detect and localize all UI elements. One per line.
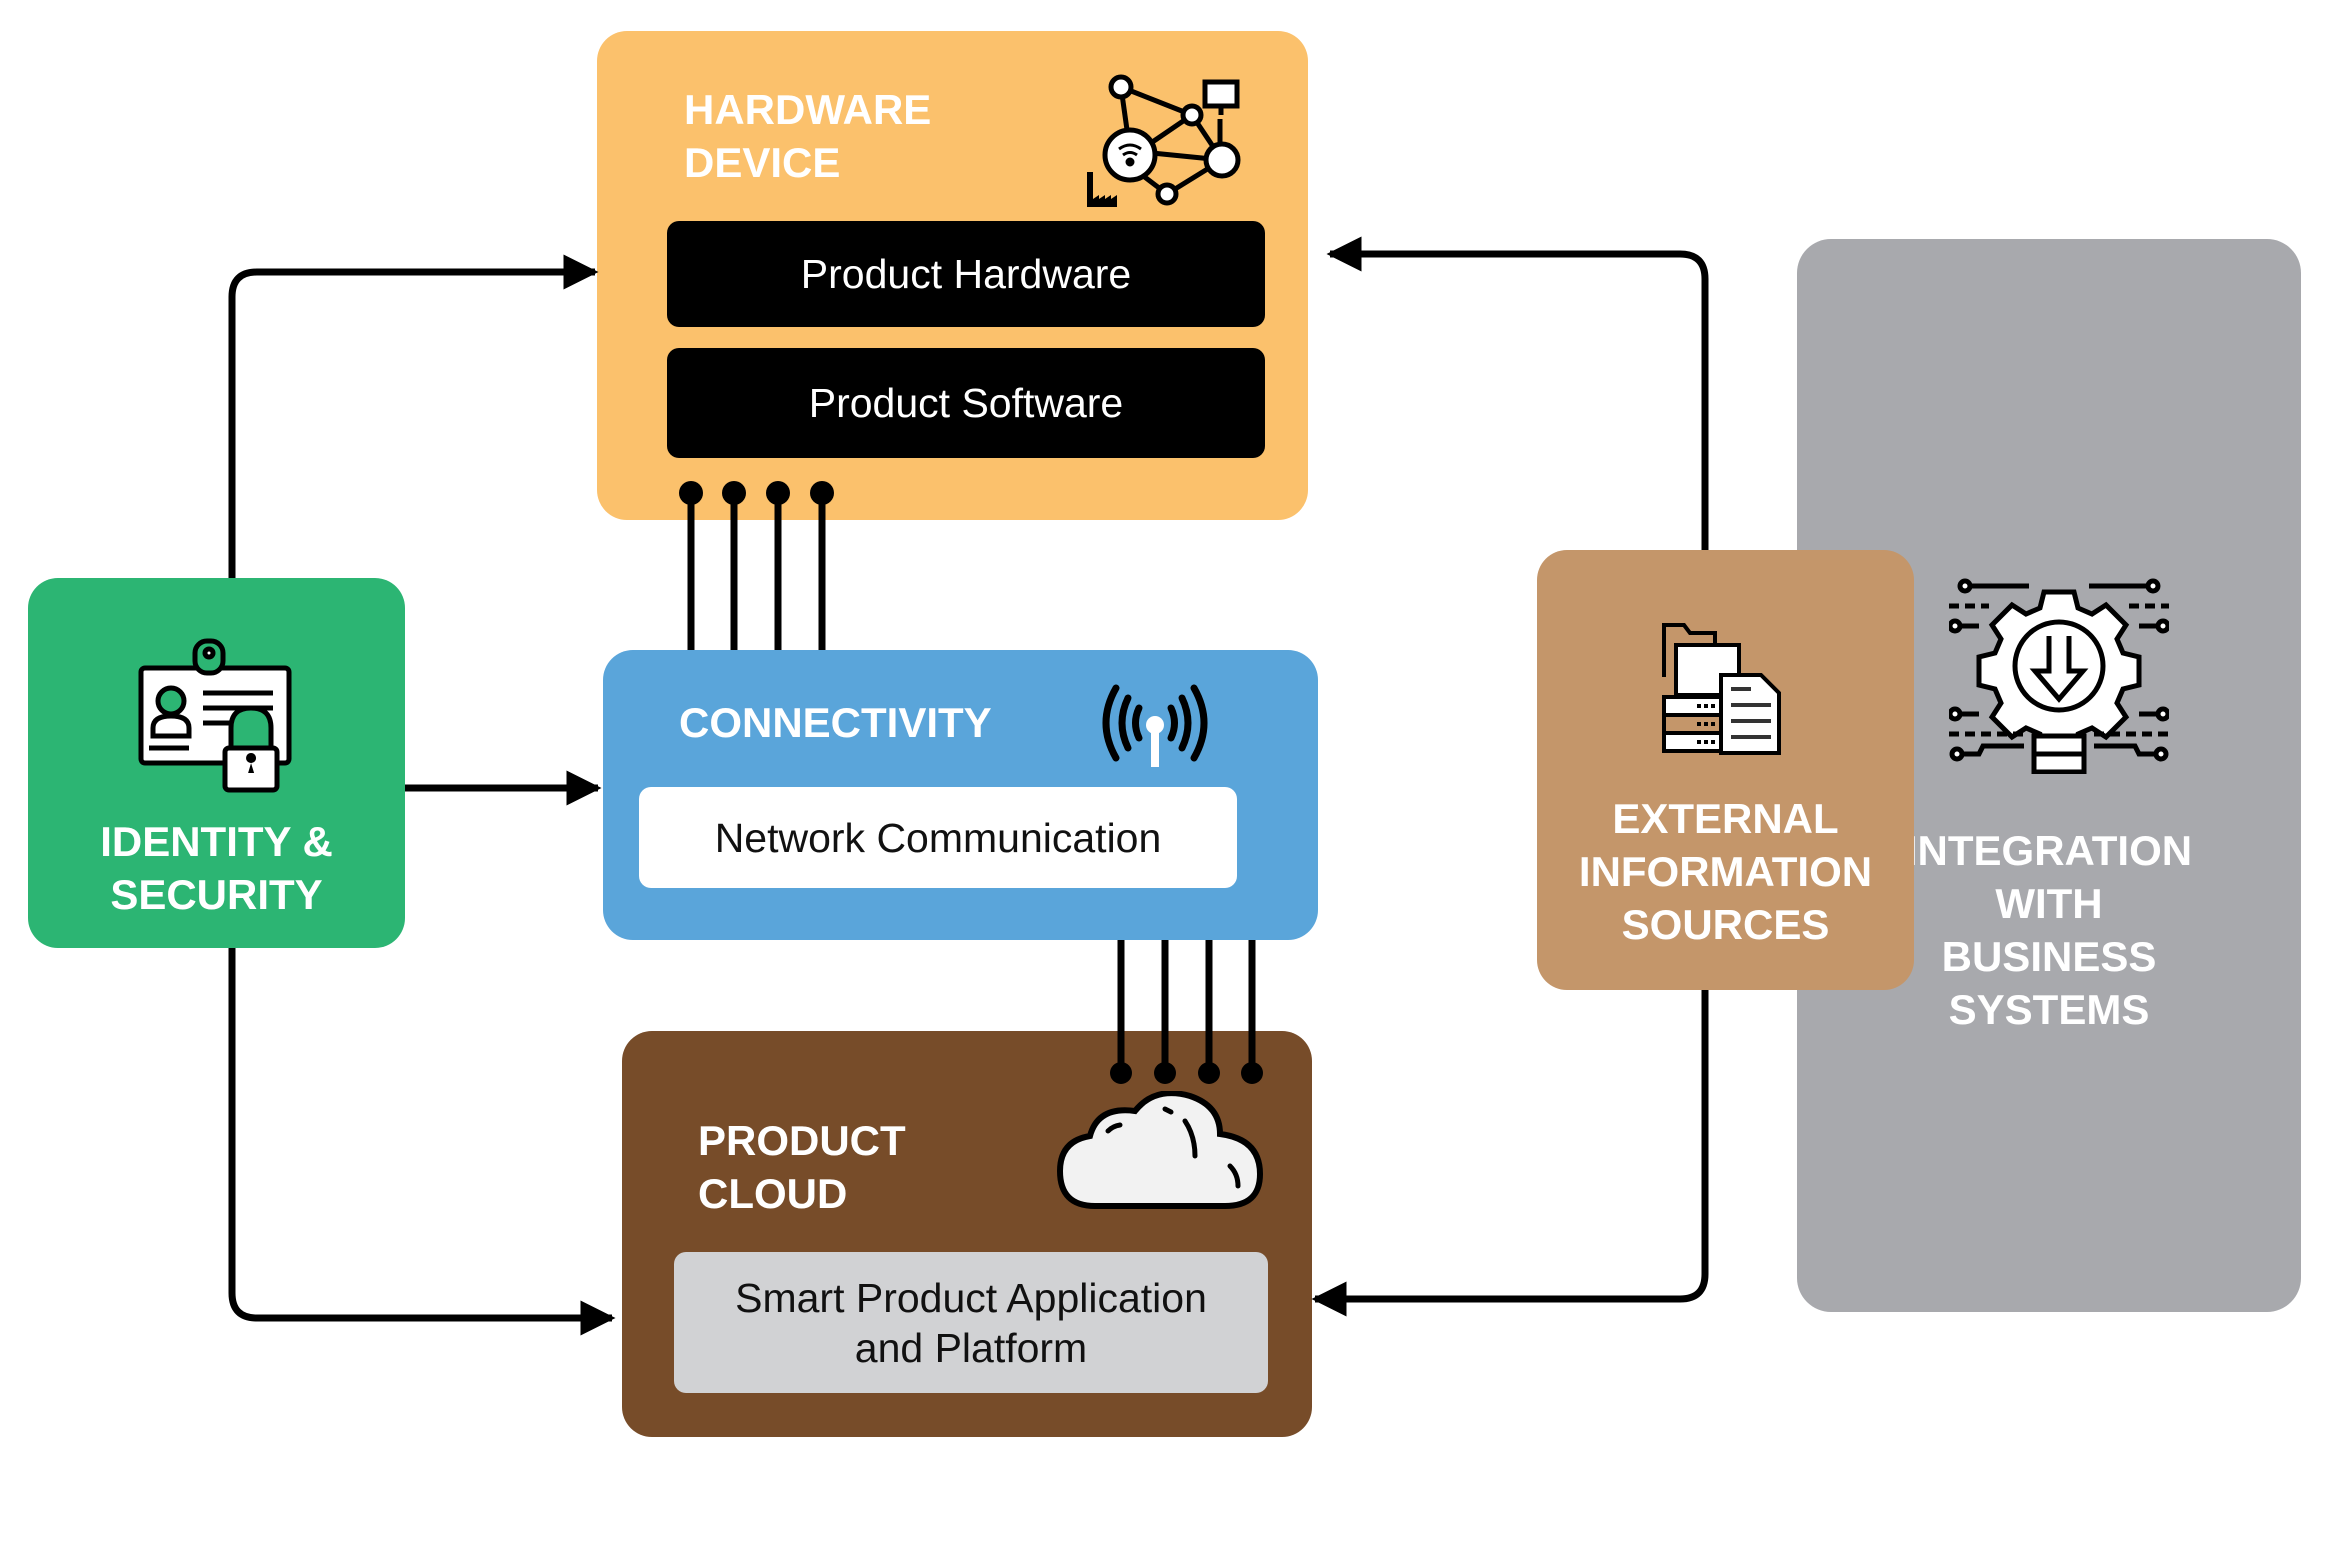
gear-download-circuit-icon [1947,574,2171,775]
arrow-identity-to-cloud [228,948,616,1336]
product-software-block: Product Software [667,348,1265,458]
arrow-external-to-hardware [1326,236,1709,550]
hardware-device-title: HARDWARE DEVICE [684,86,932,186]
hardware-device-box: HARDWARE DEVICE [597,31,1308,520]
external-information-sources-box: EXTERNAL INFORMATION SOURCES [1537,550,1914,990]
arrow-identity-to-hardware [228,254,599,578]
connectivity-title: CONNECTIVITY [679,699,992,746]
iot-network-icon [1085,57,1265,207]
product-hardware-block: Product Hardware [667,221,1265,327]
antenna-signal-icon [1096,678,1216,774]
network-communication-block: Network Communication [639,787,1237,888]
product-cloud-title: PRODUCT CLOUD [698,1117,906,1217]
integration-title: INTEGRATION WITH BUSINESS SYSTEMS [1905,827,2193,1033]
files-database-icon [1659,617,1799,757]
identity-security-box: IDENTITY & SECURITY [28,578,405,948]
cloud-icon [1055,1090,1265,1221]
id-card-lock-icon [133,633,293,793]
smart-product-application-block: Smart Product Application and Platform [674,1252,1268,1393]
external-information-title: EXTERNAL INFORMATION SOURCES [1578,795,1873,948]
arrow-external-to-cloud [1311,990,1709,1317]
connectivity-box: CONNECTIVITY Network Communication [603,650,1318,940]
identity-security-title: IDENTITY & SECURITY [100,818,333,918]
product-cloud-box: PRODUCT CLOUD Smart Product Application … [622,1031,1312,1437]
